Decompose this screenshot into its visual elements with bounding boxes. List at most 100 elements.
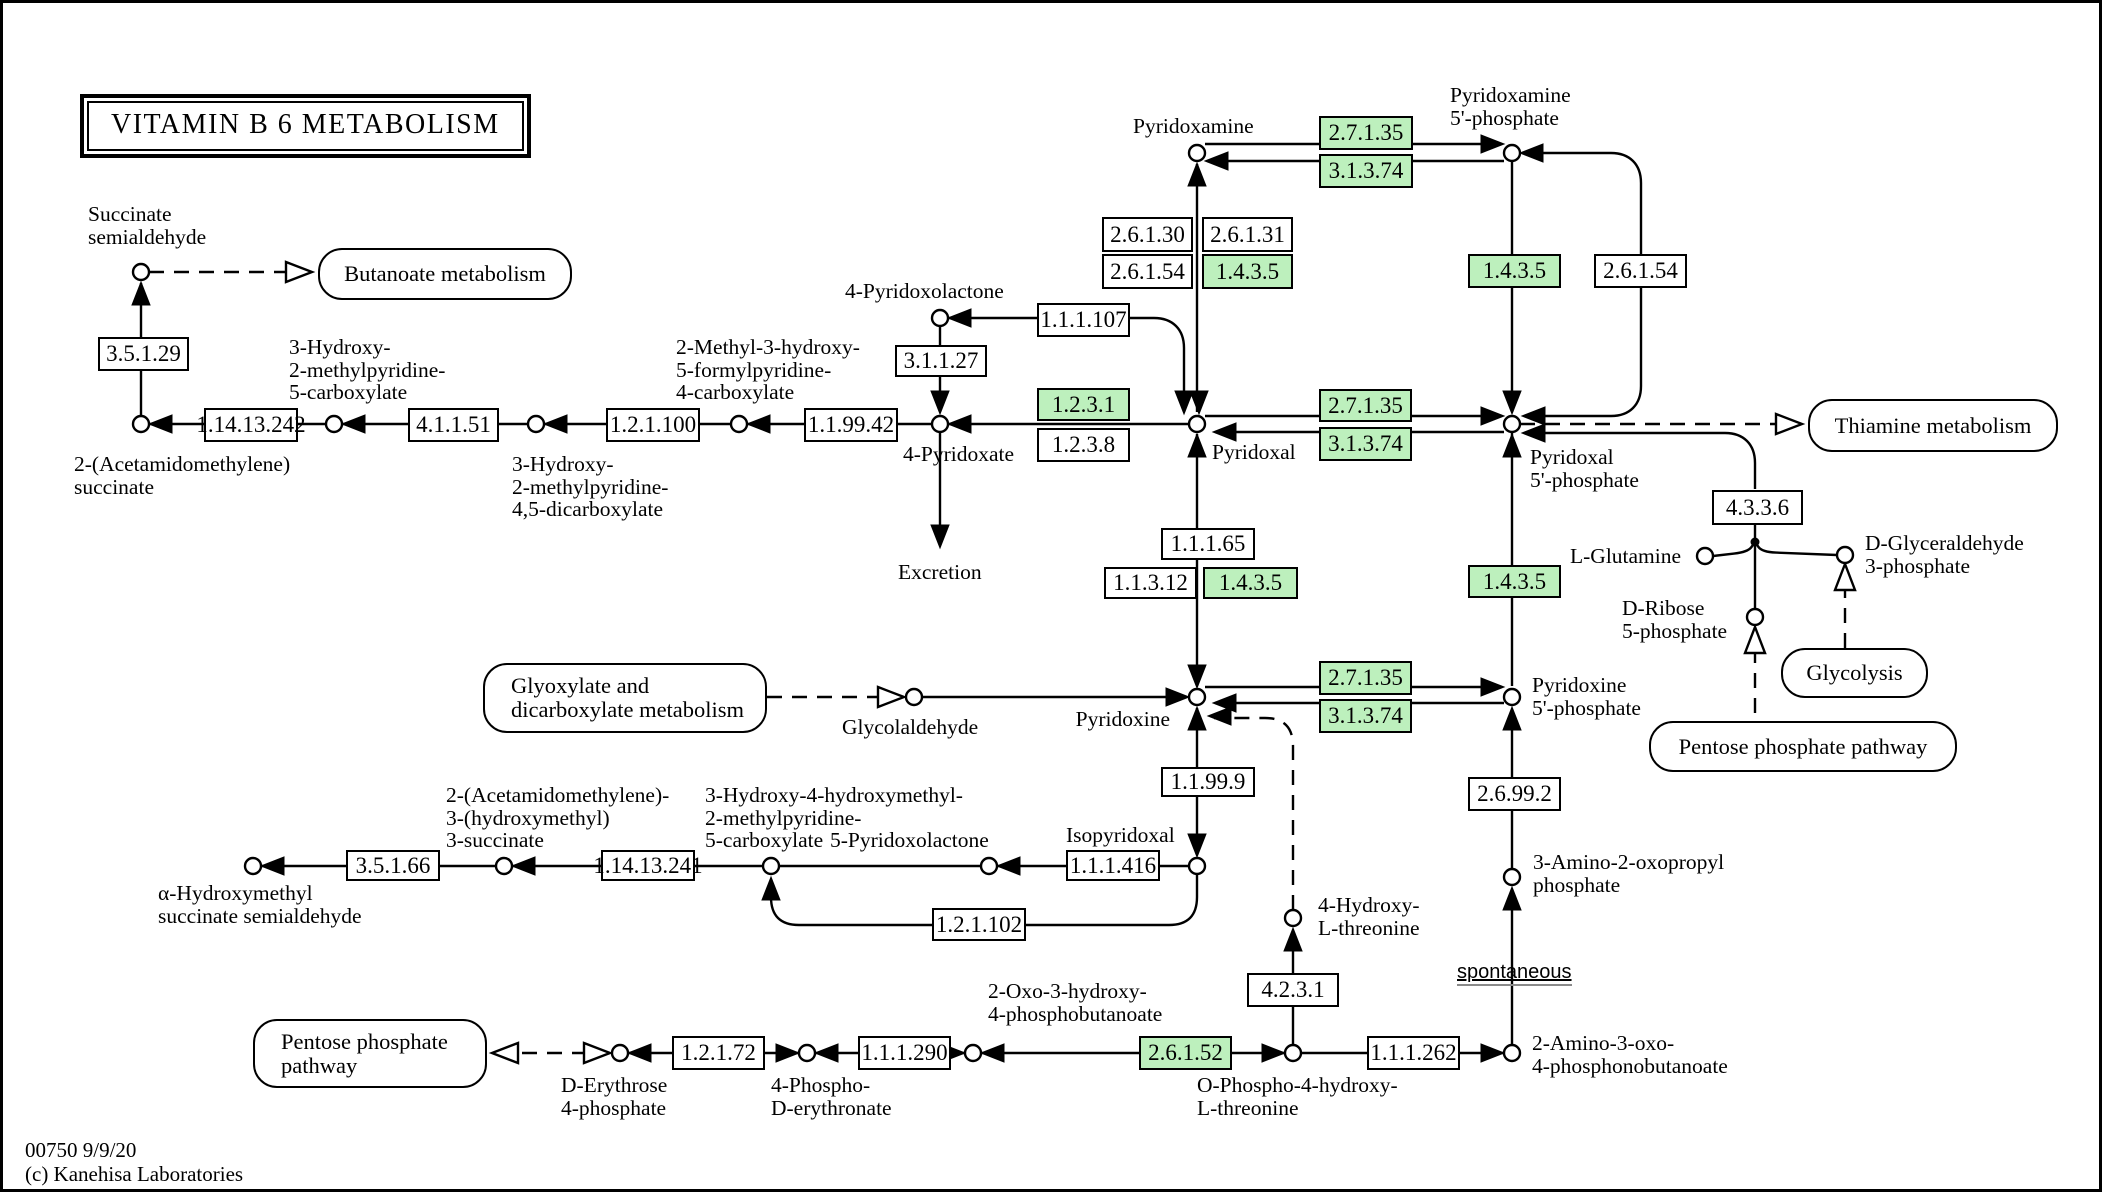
enzyme-box-1.14.13.241[interactable]: 1.14.13.241 bbox=[593, 850, 703, 881]
enzyme-box-1.1.1.416[interactable]: 1.1.1.416 bbox=[1066, 850, 1160, 881]
map-link-butanoate[interactable]: Butanoate metabolism bbox=[318, 248, 572, 300]
enzyme-box-1.1.99.9[interactable]: 1.1.99.9 bbox=[1161, 767, 1255, 797]
label-line: D-erythronate bbox=[771, 1095, 892, 1120]
filled-arrowhead-left bbox=[995, 856, 1021, 876]
label-line: 4-carboxylate bbox=[676, 380, 795, 404]
enzyme-box-1.1.1.262[interactable]: 1.1.1.262 bbox=[1367, 1036, 1460, 1070]
enzyme-box-3.1.1.27[interactable]: 3.1.1.27 bbox=[895, 345, 987, 377]
compound-4-pyridoxolactone[interactable] bbox=[930, 308, 950, 328]
enzyme-box-1.1.99.42[interactable]: 1.1.99.42 bbox=[804, 408, 898, 442]
compound-2-amino-3-oxo-4-phosphonobutanoate[interactable] bbox=[1502, 1043, 1522, 1063]
compound-4-phospho-d-erythronate[interactable] bbox=[797, 1043, 817, 1063]
enzyme-box-1.4.3.5[interactable]: 1.4.3.5 bbox=[1468, 565, 1561, 598]
compound-2-oxo-3-hydroxy-4-phosphobutanoate[interactable] bbox=[963, 1043, 983, 1063]
compound-label-4-hydroxy-l-threonine: 4-Hydroxy-L-threonine bbox=[1318, 894, 1420, 939]
enzyme-box-1.2.1.72[interactable]: 1.2.1.72 bbox=[672, 1036, 765, 1070]
filled-arrowhead-up bbox=[1283, 926, 1303, 952]
compound-label-2-amino-3-oxo-4-phosphonobutanoate: 2-Amino-3-oxo-4-phosphonobutanoate bbox=[1532, 1032, 1728, 1077]
enzyme-box-1.4.3.5[interactable]: 1.4.3.5 bbox=[1203, 567, 1298, 599]
filled-arrowhead-up bbox=[1187, 705, 1207, 731]
compound-o-phospho-4-hydroxy-l-threonine[interactable] bbox=[1283, 1043, 1303, 1063]
enzyme-box-2.7.1.35[interactable]: 2.7.1.35 bbox=[1319, 116, 1413, 150]
enzyme-box-1.4.3.5[interactable]: 1.4.3.5 bbox=[1468, 254, 1561, 288]
compound-3-hydroxy-2-methylpyridine-5-carboxylate[interactable] bbox=[324, 414, 344, 434]
enzyme-box-1.14.13.242[interactable]: 1.14.13.242 bbox=[196, 408, 306, 442]
enzyme-box-2.6.1.54[interactable]: 2.6.1.54 bbox=[1102, 254, 1193, 289]
enzyme-box-1.2.1.102[interactable]: 1.2.1.102 bbox=[932, 908, 1026, 941]
compound-pyridoxal[interactable] bbox=[1187, 414, 1207, 434]
compound-3-hydroxy-4-hydroxymethyl-2-methylpyridine-5-carboxylate[interactable] bbox=[761, 856, 781, 876]
enzyme-box-2.6.1.54[interactable]: 2.6.1.54 bbox=[1594, 254, 1687, 288]
filled-arrowhead-down bbox=[1174, 390, 1194, 416]
compound-glycolaldehyde[interactable] bbox=[904, 687, 924, 707]
filled-arrowhead-down bbox=[1187, 664, 1207, 690]
map-link-glycolysis[interactable]: Glycolysis bbox=[1781, 648, 1928, 698]
enzyme-box-3.5.1.29[interactable]: 3.5.1.29 bbox=[98, 337, 189, 371]
label-line: 5'-phosphate bbox=[1530, 467, 1639, 492]
compound-4-hydroxy-l-threonine[interactable] bbox=[1283, 908, 1303, 928]
map-link-pentose-phosphate-right[interactable]: Pentose phosphate pathway bbox=[1649, 721, 1957, 772]
enzyme-box-4.1.1.51[interactable]: 4.1.1.51 bbox=[408, 408, 499, 442]
map-link-thiamine[interactable]: Thiamine metabolism bbox=[1808, 399, 2058, 452]
label-line: D-Erythrose bbox=[561, 1073, 668, 1097]
enzyme-box-2.7.1.35[interactable]: 2.7.1.35 bbox=[1319, 389, 1412, 422]
compound-5-pyridoxolactone[interactable] bbox=[979, 856, 999, 876]
enzyme-box-2.6.99.2[interactable]: 2.6.99.2 bbox=[1468, 777, 1561, 811]
compound-d-erythrose-4-phosphate[interactable] bbox=[610, 1043, 630, 1063]
compound-pyridoxal-5-phosphate[interactable] bbox=[1502, 414, 1522, 434]
enzyme-box-3.1.3.74[interactable]: 3.1.3.74 bbox=[1319, 427, 1412, 461]
enzyme-box-2.6.1.52[interactable]: 2.6.1.52 bbox=[1139, 1036, 1232, 1070]
enzyme-box-3.5.1.66[interactable]: 3.5.1.66 bbox=[346, 850, 440, 881]
compound-3-hydroxy-2-methylpyridine-4-5-dicarboxylate[interactable] bbox=[526, 414, 546, 434]
label-line: 3-Hydroxy- bbox=[512, 452, 614, 476]
compound-2-methyl-3-hydroxy-5-formylpyridine-4-carboxylate[interactable] bbox=[729, 414, 749, 434]
label-line: L-threonine bbox=[1197, 1095, 1299, 1120]
compound-l-glutamine[interactable] bbox=[1695, 546, 1715, 566]
label-line: 2-methylpyridine- bbox=[289, 357, 446, 382]
enzyme-box-1.2.3.1[interactable]: 1.2.3.1 bbox=[1037, 388, 1130, 421]
compound-pyridoxamine-5-phosphate[interactable] bbox=[1502, 143, 1522, 163]
enzyme-box-1.1.1.65[interactable]: 1.1.1.65 bbox=[1161, 528, 1255, 560]
compound-d-glyceraldehyde-3-phosphate[interactable] bbox=[1835, 545, 1855, 565]
label-line: D-Ribose bbox=[1622, 596, 1705, 620]
compound-2-acetamidomethylene-succinate[interactable] bbox=[131, 414, 151, 434]
label-line: 5'-phosphate bbox=[1532, 695, 1641, 720]
compound-isopyridoxal[interactable] bbox=[1187, 856, 1207, 876]
enzyme-box-1.2.3.8[interactable]: 1.2.3.8 bbox=[1037, 428, 1130, 462]
compound-label-2-acetamidomethylene-succinate: 2-(Acetamidomethylene)succinate bbox=[74, 453, 290, 498]
enzyme-box-1.1.1.107[interactable]: 1.1.1.107 bbox=[1037, 303, 1130, 337]
compound-d-ribose-5-phosphate[interactable] bbox=[1745, 607, 1765, 627]
compound-2-acetamidomethylene-3-hydroxymethyl-3-succinate[interactable] bbox=[494, 856, 514, 876]
enzyme-box-4.2.3.1[interactable]: 4.2.3.1 bbox=[1247, 973, 1339, 1007]
compound-label-4-phospho-d-erythronate: 4-Phospho-D-erythronate bbox=[771, 1074, 892, 1119]
label-line: Excretion bbox=[898, 560, 982, 584]
compound-pyridoxamine[interactable] bbox=[1187, 143, 1207, 163]
enzyme-box-2.7.1.35[interactable]: 2.7.1.35 bbox=[1319, 661, 1412, 695]
enzyme-box-1.2.1.100[interactable]: 1.2.1.100 bbox=[606, 408, 700, 442]
compound-alpha-hydroxymethyl-succinate-semialdehyde[interactable] bbox=[243, 856, 263, 876]
enzyme-box-1.4.3.5[interactable]: 1.4.3.5 bbox=[1202, 254, 1293, 289]
enzyme-box-4.3.3.6[interactable]: 4.3.3.6 bbox=[1712, 490, 1803, 525]
label-line: 4-phosphobutanoate bbox=[988, 1001, 1163, 1026]
enzyme-box-1.1.3.12[interactable]: 1.1.3.12 bbox=[1104, 567, 1197, 599]
compound-3-amino-2-oxopropyl-phosphate[interactable] bbox=[1502, 867, 1522, 887]
filled-arrowhead-up bbox=[1502, 432, 1522, 458]
enzyme-box-1.1.1.290[interactable]: 1.1.1.290 bbox=[858, 1036, 951, 1070]
pathway-edge bbox=[948, 316, 1186, 412]
compound-pyridoxine-5-phosphate[interactable] bbox=[1502, 687, 1522, 707]
enzyme-box-2.6.1.30[interactable]: 2.6.1.30 bbox=[1102, 217, 1193, 252]
compound-pyridoxine[interactable] bbox=[1187, 687, 1207, 707]
label-line: Pyridoxine bbox=[1075, 707, 1170, 731]
enzyme-box-2.6.1.31[interactable]: 2.6.1.31 bbox=[1202, 217, 1293, 252]
filled-arrowhead-up bbox=[761, 875, 781, 901]
compound-succinate-semialdehyde[interactable] bbox=[131, 262, 151, 282]
enzyme-box-3.1.3.74[interactable]: 3.1.3.74 bbox=[1319, 154, 1413, 188]
compound-4-pyridoxate[interactable] bbox=[930, 414, 950, 434]
enzyme-box-3.1.3.74[interactable]: 3.1.3.74 bbox=[1319, 699, 1412, 733]
label-line: succinate semialdehyde bbox=[158, 903, 362, 928]
